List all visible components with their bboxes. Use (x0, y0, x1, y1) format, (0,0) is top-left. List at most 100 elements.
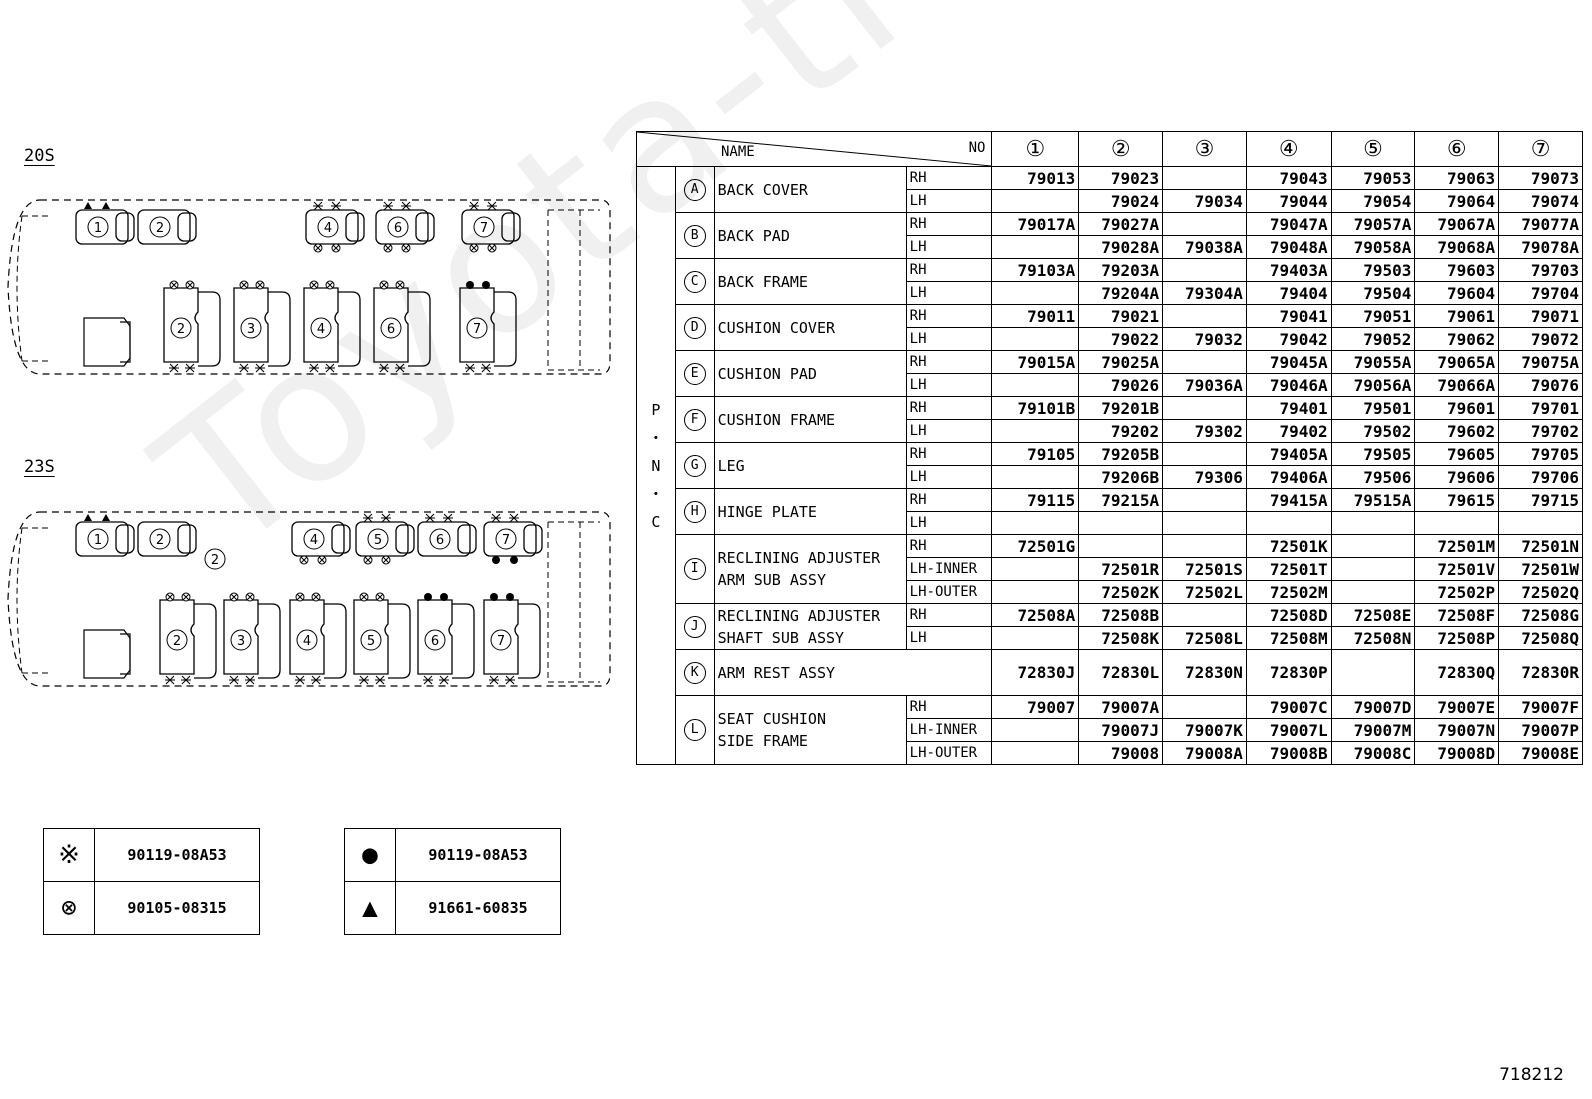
group-letter-c: C (674, 258, 715, 305)
part-number-cell: 79074 (1498, 189, 1583, 213)
filled-circle-icon (440, 593, 448, 601)
part-number-cell (1162, 212, 1247, 236)
part-number-cell: 72508B (1078, 603, 1164, 627)
part-name: CUSHION COVER (713, 304, 907, 351)
circled-x-icon (396, 281, 404, 289)
part-number-cell: 79066A (1414, 373, 1500, 397)
part-number-cell: 79215A (1078, 488, 1164, 512)
seat-outline (137, 521, 191, 557)
part-number-cell: 79015A (991, 350, 1080, 374)
part-number-cell: 79505 (1330, 442, 1416, 466)
part-name: CUSHION FRAME (713, 396, 907, 443)
cross-star-icon (331, 201, 341, 211)
part-number-cell (1498, 511, 1583, 535)
part-number-cell: 72501W (1498, 557, 1583, 581)
rear-structure (547, 521, 600, 683)
seat-number-circle (149, 216, 171, 238)
part-number-cell: 79017A (991, 212, 1080, 236)
part-number-cell: 79058A (1330, 235, 1416, 259)
part-number-cell: 79201B (1078, 396, 1164, 420)
part-number-cell: 79602 (1414, 419, 1500, 443)
cross-star-icon (239, 363, 249, 373)
group-letter-a: A (674, 166, 715, 213)
windshield (16, 215, 48, 362)
side-label: RH (905, 396, 993, 420)
group-letter-j: J (674, 603, 715, 650)
cross-star-icon: ※ (43, 828, 95, 882)
seat-back (194, 603, 217, 679)
circled-x-icon (186, 281, 194, 289)
part-number-cell: 79025A (1078, 350, 1164, 374)
part-number-cell: 79044 (1245, 189, 1332, 213)
driver-seat-back (120, 321, 131, 363)
seat-number-circle (149, 528, 171, 550)
cross-star-icon (465, 363, 475, 373)
part-number-cell: 79405A (1245, 442, 1332, 466)
driver-seat (83, 629, 131, 679)
part-number-cell: 72501N (1498, 534, 1583, 558)
column-header-seat-4: ④ (1245, 131, 1332, 167)
circled-x-icon (376, 593, 384, 601)
part-number-cell (991, 511, 1080, 535)
seat-number-label: 5 (374, 533, 382, 548)
part-number-cell (1162, 350, 1247, 374)
column-header-seat-7: ⑦ (1498, 131, 1583, 167)
part-number-cell: 79036A (1162, 373, 1247, 397)
part-number-cell: 79013 (991, 166, 1080, 190)
part-number-cell (991, 718, 1080, 742)
seat-back (338, 291, 361, 367)
seat-outline (417, 599, 453, 675)
group-letter-k: K (674, 649, 715, 696)
part-number-cell (991, 557, 1080, 581)
part-number-cell (1330, 557, 1416, 581)
part-number-cell: 79034 (1162, 189, 1247, 213)
part-number-cell: 79075A (1498, 350, 1583, 374)
part-number-cell: 79026 (1078, 373, 1164, 397)
part-number-cell: 79008E (1498, 741, 1583, 765)
part-number-cell: 79007E (1414, 695, 1500, 719)
part-number-cell: 72502M (1245, 580, 1332, 604)
cross-star-icon (359, 675, 369, 685)
group-letter-g: G (674, 442, 715, 489)
part-number-cell (1414, 511, 1500, 535)
part-number-cell: 72501R (1078, 557, 1164, 581)
part-number-cell: 72508P (1414, 626, 1500, 650)
cross-star-icon (443, 513, 453, 523)
part-number-cell: 79604 (1414, 281, 1500, 305)
part-number-cell: 79068A (1414, 235, 1500, 259)
seat-back (324, 603, 347, 679)
legend-part-number: 90119-08A53 (395, 828, 561, 882)
cross-star-icon (311, 675, 321, 685)
part-number-cell: 72830P (1245, 649, 1332, 696)
part-number-cell: 79605 (1414, 442, 1500, 466)
seat-outline (75, 209, 129, 245)
cross-star-icon (313, 201, 323, 211)
part-number-cell (1078, 511, 1164, 535)
part-number-cell (991, 626, 1080, 650)
part-number-cell: 72830Q (1414, 649, 1500, 696)
part-number-cell: 79406A (1245, 465, 1332, 489)
cross-star-icon (487, 201, 497, 211)
part-number-cell: 79202 (1078, 419, 1164, 443)
seat-back (395, 524, 415, 554)
cross-star-icon (229, 675, 239, 685)
part-number-cell: 72501M (1414, 534, 1500, 558)
part-number-cell: 79007C (1245, 695, 1332, 719)
part-number-cell (1330, 580, 1416, 604)
seat-number-circle (360, 629, 382, 651)
header-no-label: NO (968, 140, 986, 156)
part-number-cell: 72501V (1414, 557, 1500, 581)
part-number-cell: 79007N (1414, 718, 1500, 742)
filled-circle-icon (482, 281, 490, 289)
circled-x-icon (332, 244, 340, 252)
part-number-cell: 79063 (1414, 166, 1500, 190)
part-number-cell (1162, 396, 1247, 420)
cross-star-icon (255, 363, 265, 373)
circled-x-icon (470, 244, 478, 252)
seat-back (177, 212, 197, 242)
